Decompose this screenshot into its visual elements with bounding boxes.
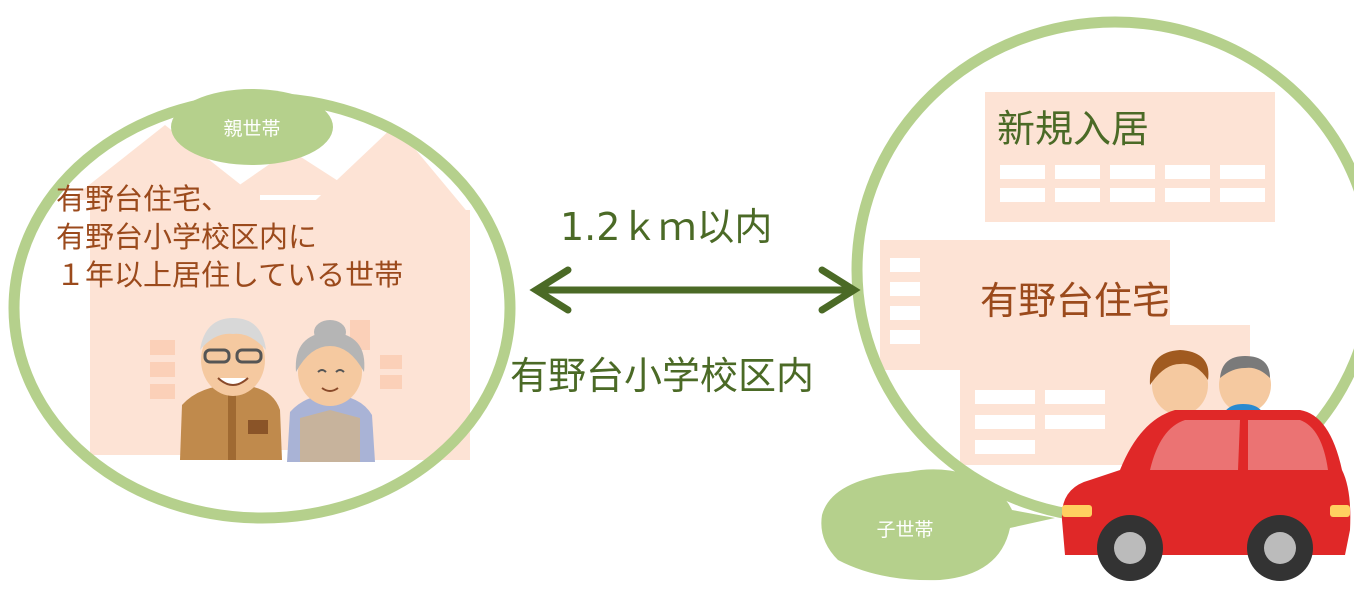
housing-label: 有野台住宅 [980,279,1171,323]
parent-badge-bubble [171,89,333,165]
double-arrow [529,266,861,314]
child-badge-bubble [821,469,1055,581]
parent-line-1: 有野台住宅、 [56,182,231,216]
parent-line-3: １年以上居住している世帯 [56,258,404,292]
family-car-illustration [1061,350,1351,581]
child-badge-label: 子世帯 [876,519,934,541]
house-illustration [70,125,470,460]
parent-description: 有野台住宅、 有野台小学校区内に １年以上居住している世帯 [56,180,403,294]
distance-label: 1.2ｋｍ以内 [560,205,773,249]
elderly-couple-illustration [180,318,375,462]
parent-badge-label: 親世帯 [223,118,281,140]
school-district-label: 有野台小学校区内 [510,354,815,398]
new-residence-heading: 新規入居 [997,107,1150,151]
apartment-windows [890,165,1265,454]
parent-line-2: 有野台小学校区内に [56,220,318,254]
